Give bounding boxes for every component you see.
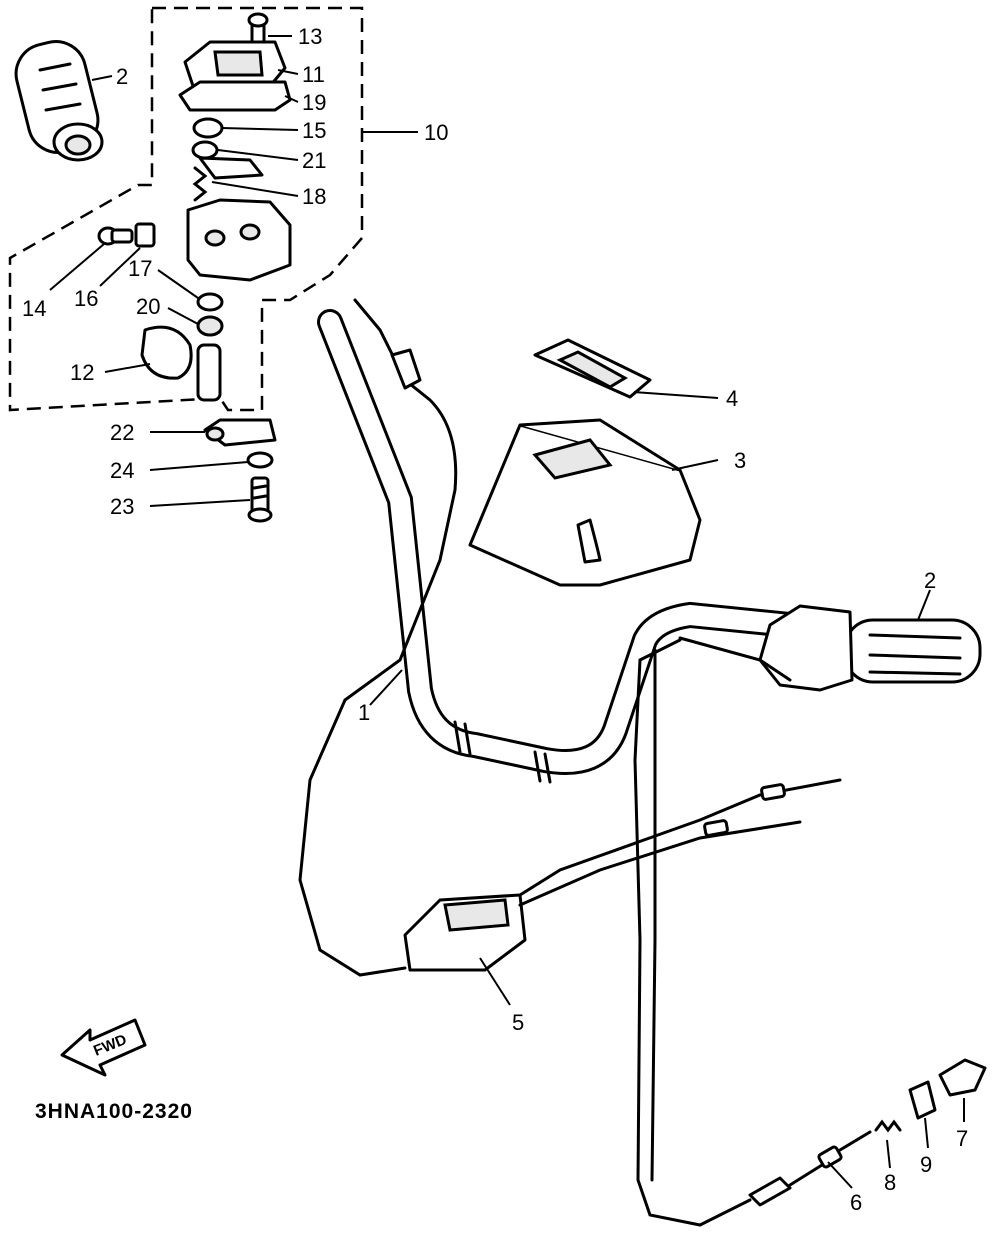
callout-6: 6 xyxy=(850,1190,862,1215)
callout-1: 1 xyxy=(358,700,370,725)
callout-19: 19 xyxy=(302,90,326,115)
callout-15: 15 xyxy=(302,118,326,143)
right-grip xyxy=(678,604,982,692)
engine-stop-switch xyxy=(403,778,842,972)
callout-16: 16 xyxy=(74,286,98,311)
callout-12: 12 xyxy=(70,360,94,385)
callout-7: 7 xyxy=(956,1126,968,1151)
callout-11: 11 xyxy=(302,62,325,87)
callout-20: 20 xyxy=(136,294,160,319)
brake-cable xyxy=(633,638,987,1227)
leader-lines xyxy=(49,35,965,1189)
handlebar xyxy=(317,309,803,784)
callout-24: 24 xyxy=(110,458,134,483)
throttle-cable xyxy=(298,298,458,977)
callout-21: 21 xyxy=(302,148,326,173)
callout-9: 9 xyxy=(920,1152,932,1177)
callout-2-left: 2 xyxy=(116,64,128,89)
callout-23: 23 xyxy=(110,494,134,519)
forward-direction-arrow: FWD xyxy=(60,1018,147,1077)
left-grip xyxy=(14,40,104,162)
callout-3: 3 xyxy=(734,448,746,473)
callout-10: 10 xyxy=(424,120,448,145)
callout-labels: 2 13 11 19 15 21 18 10 14 16 17 20 12 22… xyxy=(22,24,968,1215)
callout-13: 13 xyxy=(298,24,322,49)
callout-5: 5 xyxy=(512,1010,524,1035)
diagram-code: 3HNA100-2320 xyxy=(35,1100,193,1123)
callout-17: 17 xyxy=(128,256,152,281)
callout-22: 22 xyxy=(110,420,134,445)
callout-14: 14 xyxy=(22,296,46,321)
cover-pad xyxy=(533,338,652,399)
callout-18: 18 xyxy=(302,184,326,209)
handlebar-cover xyxy=(468,418,702,587)
callout-2-right: 2 xyxy=(924,568,936,593)
assembly-10-boundary xyxy=(8,6,364,412)
callout-8: 8 xyxy=(884,1170,896,1195)
callout-4: 4 xyxy=(726,386,738,411)
throttle-assembly xyxy=(97,12,292,523)
